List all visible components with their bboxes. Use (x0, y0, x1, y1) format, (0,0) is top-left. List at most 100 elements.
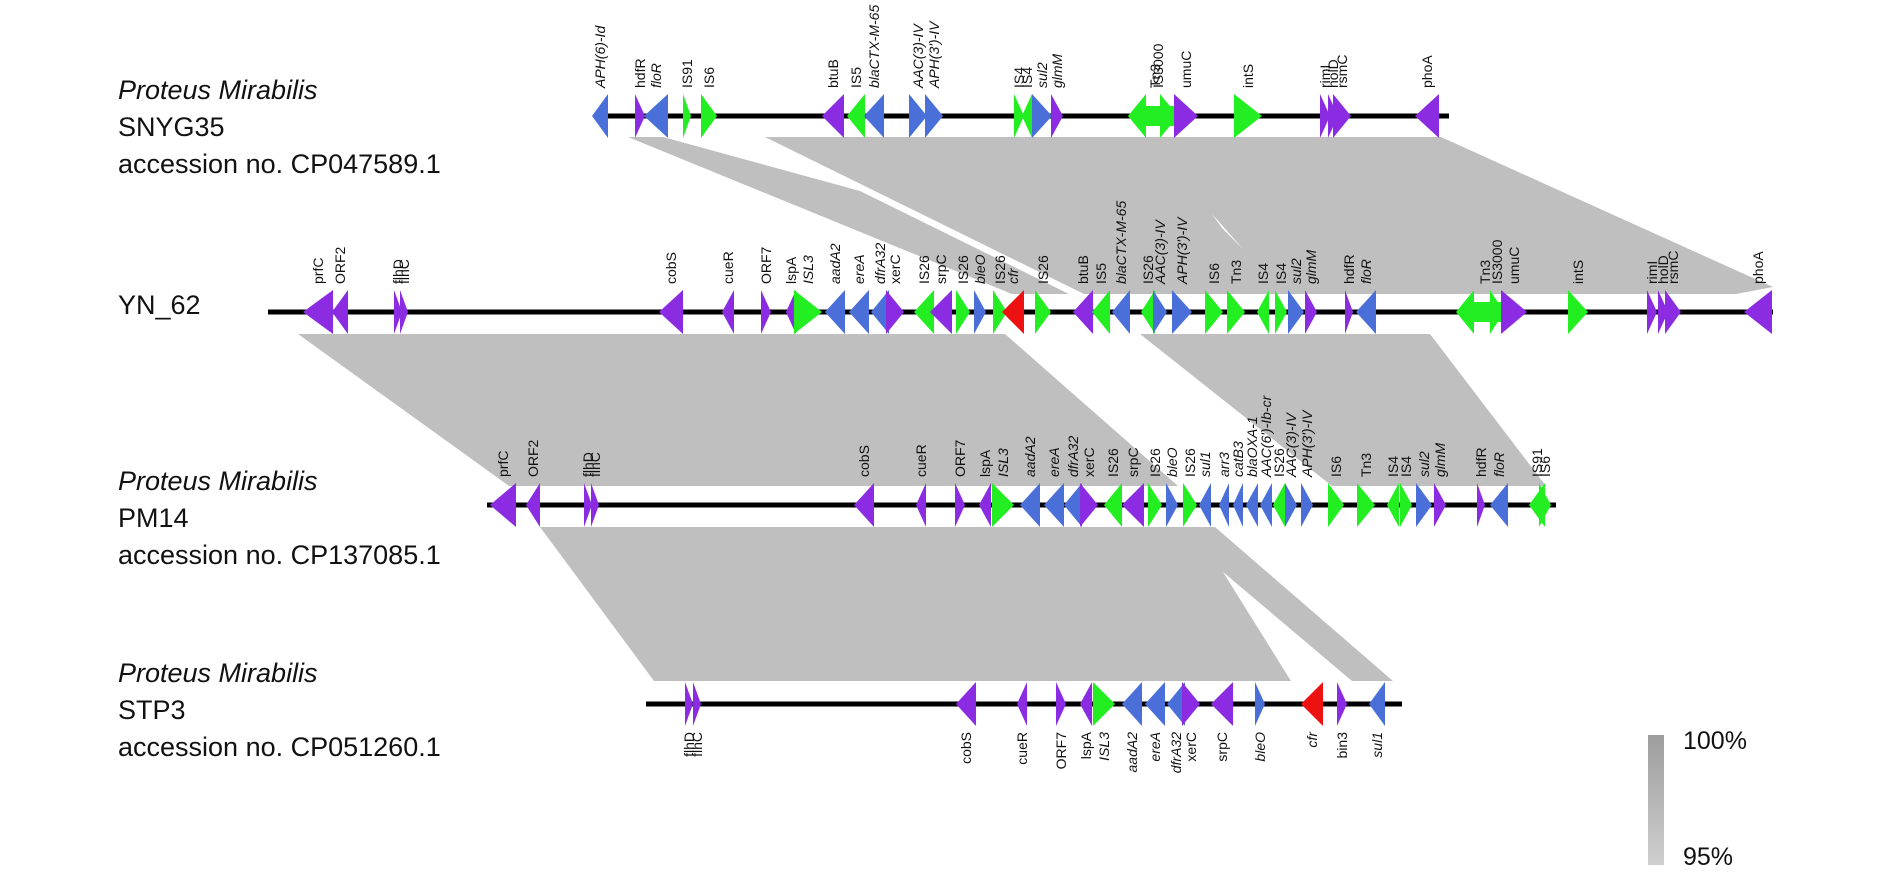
homology-band-yn-pm14-3 (1140, 334, 1546, 486)
gene-arrow-stp3-0 (685, 682, 693, 726)
homology-band-snyg-yn-0 (628, 137, 1069, 294)
gene-arrow-snyg-21 (1415, 94, 1439, 138)
gene-label: IS26 (955, 255, 971, 284)
gene-label: flhD (681, 732, 697, 757)
gene-label: ORF7 (758, 246, 774, 284)
species-name: Proteus Mirabilis (118, 75, 318, 105)
gene-label: IS4 (1385, 456, 1401, 477)
strain-name: PM14 (118, 503, 189, 533)
gene-arrow-yn-10 (849, 290, 869, 334)
legend-gradient-bar (1648, 735, 1664, 865)
gene-label: IS6 (1206, 263, 1222, 284)
gene-arrow-yn-16 (974, 290, 986, 334)
gene-label: Tn3 (1477, 260, 1493, 284)
gene-arrow-yn-23 (1141, 290, 1155, 334)
gene-arrow-snyg-6 (847, 94, 865, 138)
strain-name: STP3 (118, 695, 186, 725)
gene-arrow-yn-34 (1456, 290, 1514, 334)
gene-label: lspA (783, 256, 799, 284)
gene-arrow-yn-35 (1490, 290, 1504, 334)
gene-label: cueR (720, 251, 736, 284)
gene-label: hdfR (1473, 447, 1489, 477)
gene-label: bleO (1252, 732, 1268, 762)
gene-label: APH(3')-IV (1299, 409, 1315, 478)
gene-arrow-yn-4 (659, 290, 683, 334)
gene-arrow-yn-27 (1227, 290, 1245, 334)
gene-arrow-yn-26 (1205, 290, 1223, 334)
gene-label: IS26 (1035, 255, 1051, 284)
gene-label: AAC(6')-Ib-cr (1258, 394, 1274, 478)
gene-label: blaCTX-M-65 (866, 5, 882, 88)
gene-label: blaCTX-M-65 (1113, 201, 1129, 284)
gene-label: ereA (1147, 732, 1163, 762)
gene-arrow-snyg-1 (635, 94, 645, 138)
gene-arrow-yn-36 (1501, 290, 1527, 334)
gene-arrow-snyg-12 (1032, 94, 1052, 138)
gene-arrow-yn-41 (1744, 290, 1772, 334)
gene-arrow-pm14-16 (1166, 483, 1178, 527)
gene-arrow-stp3-14 (1337, 682, 1347, 726)
gene-arrow-stp3-11 (1211, 682, 1233, 726)
gene-arrow-snyg-4 (701, 94, 717, 138)
gene-label: srpC (1125, 447, 1141, 477)
gene-arrow-stp3-13 (1301, 682, 1323, 726)
gene-arrow-pm14-27 (1357, 483, 1375, 527)
gene-label: hdfR (632, 58, 648, 88)
gene-label: prfC (495, 451, 511, 477)
gene-label: IS26 (1182, 448, 1198, 477)
gene-label: sul1 (1369, 732, 1385, 758)
gene-label: IS3000 (1489, 239, 1505, 284)
gene-arrow-snyg-5 (822, 94, 844, 138)
gene-label: Tn3 (1228, 260, 1244, 284)
gene-label: glmM (1303, 249, 1319, 284)
track-label-pm14: Proteus Mirabilis PM14 accession no. CP1… (118, 463, 441, 574)
track-label-snyg: Proteus Mirabilis SNYG35 accession no. C… (118, 72, 441, 183)
gene-arrow-yn-2 (394, 290, 402, 334)
gene-arrow-pm14-2 (584, 483, 592, 527)
homology-band-snyg-yn-1 (765, 137, 1773, 294)
gene-arrow-yn-24 (1153, 290, 1167, 334)
gene-label: sul2 (1416, 451, 1432, 477)
gene-arrow-yn-13 (914, 290, 934, 334)
gene-label: ISL3 (995, 448, 1011, 477)
gene-arrow-pm14-13 (1104, 483, 1122, 527)
gene-label: sul2 (1288, 258, 1304, 284)
gene-arrow-yn-1 (332, 290, 348, 334)
gene-arrow-yn-9 (825, 290, 845, 334)
gene-arrow-pm14-5 (916, 483, 926, 527)
gene-label: flhC (396, 259, 412, 284)
gene-arrow-yn-12 (886, 290, 904, 334)
gene-arrow-pm14-12 (1080, 483, 1098, 527)
gene-arrow-pm14-11 (1064, 483, 1082, 527)
gene-label: flhC (689, 732, 705, 757)
gene-label: umuC (1178, 51, 1194, 88)
gene-label: btuB (825, 59, 841, 88)
homology-band-pm14-stp3-4 (540, 527, 1393, 681)
gene-arrow-yn-3 (400, 290, 408, 334)
gene-arrow-stp3-7 (1122, 682, 1142, 726)
gene-arrow-pm14-23 (1273, 483, 1285, 527)
gene-arrow-pm14-30 (1416, 483, 1432, 527)
gene-label: APH(3')-IV (1174, 216, 1190, 285)
gene-label: glmM (1049, 53, 1065, 88)
gene-label: intS (1240, 64, 1256, 88)
gene-label: intS (1570, 260, 1586, 284)
gene-label: cobS (958, 732, 974, 764)
gene-label: IS4 (1255, 263, 1271, 284)
gene-arrow-yn-33 (1356, 290, 1376, 334)
gene-arrow-snyg-0 (592, 94, 608, 138)
gene-arrow-yn-37 (1568, 290, 1588, 334)
gene-label: IS26 (1271, 448, 1287, 477)
gene-arrow-pm14-8 (992, 483, 1014, 527)
gene-arrow-stp3-3 (1017, 682, 1027, 726)
gene-arrow-yn-20 (1073, 290, 1093, 334)
gene-label: bin3 (1334, 732, 1350, 759)
gene-label: aadA2 (827, 243, 843, 284)
gene-label: catB3 (1230, 441, 1246, 477)
gene-arrow-stp3-6 (1093, 682, 1115, 726)
gene-label: rimI (1317, 65, 1333, 88)
gene-label: dfrA32 (1065, 436, 1081, 477)
gene-label: srpC (933, 254, 949, 284)
